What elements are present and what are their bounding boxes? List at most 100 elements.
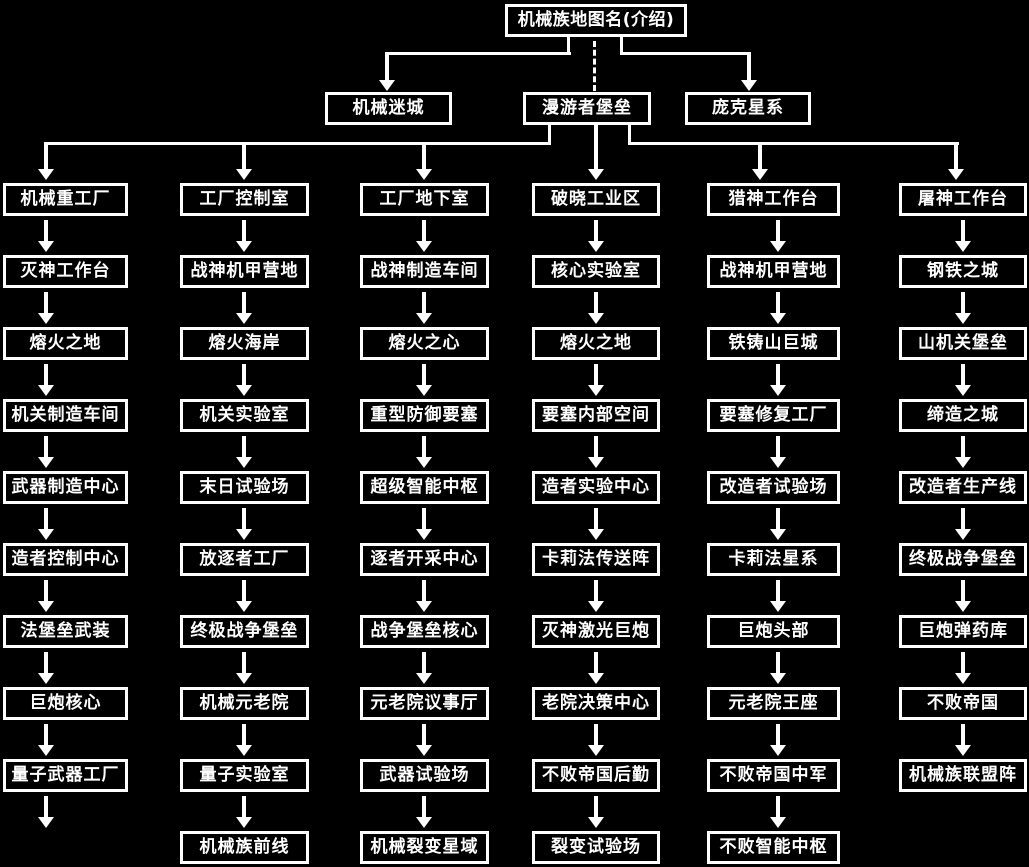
column-arrow-stem bbox=[961, 220, 965, 241]
column-arrow-head-icon bbox=[588, 529, 604, 540]
flow-node: 老院决策中心 bbox=[532, 687, 660, 720]
column-arrow-head-icon bbox=[38, 241, 54, 252]
flow-node: 机械重工厂 bbox=[3, 183, 128, 216]
bus-drop-head-icon bbox=[752, 169, 768, 180]
column-arrow-head-icon bbox=[236, 385, 252, 396]
column-arrow-stem bbox=[422, 724, 426, 745]
flow-node: 造者实验中心 bbox=[532, 471, 660, 504]
column-arrow-stem bbox=[776, 220, 780, 241]
flow-node: 造者控制中心 bbox=[3, 543, 128, 576]
flow-node: 不败帝国 bbox=[899, 687, 1027, 720]
flow-node: 武器试验场 bbox=[360, 759, 489, 792]
column-arrow-head-icon bbox=[770, 817, 786, 828]
flow-node: 卡莉法星系 bbox=[707, 543, 840, 576]
flow-node: 巨炮弹药库 bbox=[899, 615, 1027, 648]
column-arrow-stem bbox=[422, 508, 426, 529]
column-arrow-stem bbox=[594, 292, 598, 313]
flow-node: 末日试验场 bbox=[180, 471, 309, 504]
column-arrow-stem bbox=[422, 292, 426, 313]
root-to-col-left-head-icon bbox=[379, 80, 395, 91]
column-arrow-head-icon bbox=[38, 385, 54, 396]
column-arrow-stem bbox=[242, 364, 246, 385]
bus-drop-head-icon bbox=[948, 169, 964, 180]
trailing-arrow-stem bbox=[44, 796, 48, 817]
column-arrow-stem bbox=[44, 724, 48, 745]
column-arrow-stem bbox=[961, 652, 965, 673]
column-arrow-head-icon bbox=[588, 313, 604, 324]
column-arrow-head-icon bbox=[588, 673, 604, 684]
column-arrow-stem bbox=[594, 796, 598, 817]
column-arrow-stem bbox=[422, 796, 426, 817]
flow-node: 终极战争堡垒 bbox=[180, 615, 309, 648]
column-arrow-stem bbox=[776, 436, 780, 457]
root-dashed-connector bbox=[593, 41, 596, 91]
flow-node: 破晓工业区 bbox=[532, 183, 660, 216]
column-arrow-head-icon bbox=[38, 601, 54, 612]
flow-node: 工厂地下室 bbox=[360, 183, 489, 216]
column-arrow-head-icon bbox=[955, 457, 971, 468]
root-to-col-right-stem bbox=[747, 54, 751, 80]
column-arrow-head-icon bbox=[770, 313, 786, 324]
column-arrow-head-icon bbox=[416, 817, 432, 828]
level2-node-manyouzhebaolei: 漫游者堡垒 bbox=[523, 92, 651, 125]
column-arrow-stem bbox=[242, 292, 246, 313]
flow-node: 元老院王座 bbox=[707, 687, 840, 720]
flow-node: 屠神工作台 bbox=[899, 183, 1027, 216]
column-arrow-head-icon bbox=[416, 241, 432, 252]
flow-node: 不败帝国中军 bbox=[707, 759, 840, 792]
column-arrow-stem bbox=[44, 292, 48, 313]
column-arrow-head-icon bbox=[955, 745, 971, 756]
root-right-stub bbox=[620, 37, 623, 53]
column-arrow-stem bbox=[961, 580, 965, 601]
root-left-elbow bbox=[385, 52, 571, 55]
trailing-arrow-head-icon bbox=[38, 817, 54, 828]
root-right-elbow bbox=[620, 52, 751, 55]
flow-node: 量子武器工厂 bbox=[3, 759, 128, 792]
flow-node: 裂变试验场 bbox=[532, 831, 660, 864]
bus-drop-stem bbox=[242, 144, 246, 169]
bus-right-stub bbox=[628, 125, 631, 145]
column-arrow-stem bbox=[44, 364, 48, 385]
column-arrow-stem bbox=[242, 652, 246, 673]
column-arrow-head-icon bbox=[770, 529, 786, 540]
flow-node: 战神机甲营地 bbox=[707, 255, 840, 288]
column-arrow-head-icon bbox=[770, 457, 786, 468]
column-arrow-head-icon bbox=[236, 673, 252, 684]
flow-node: 终极战争堡垒 bbox=[899, 543, 1027, 576]
flow-node: 武器制造中心 bbox=[3, 471, 128, 504]
flow-node: 灭神工作台 bbox=[3, 255, 128, 288]
column-arrow-stem bbox=[776, 724, 780, 745]
flow-node: 机械元老院 bbox=[180, 687, 309, 720]
column-arrow-head-icon bbox=[38, 529, 54, 540]
flow-node: 猎神工作台 bbox=[707, 183, 840, 216]
column-arrow-stem bbox=[961, 508, 965, 529]
bus-drop-head-icon bbox=[236, 169, 252, 180]
bus-drop-stem bbox=[422, 144, 426, 169]
column-arrow-stem bbox=[594, 580, 598, 601]
column-arrow-stem bbox=[776, 508, 780, 529]
root-to-col-left-stem bbox=[385, 54, 389, 80]
column-arrow-stem bbox=[242, 796, 246, 817]
flow-node: 机关实验室 bbox=[180, 399, 309, 432]
column-arrow-stem bbox=[422, 364, 426, 385]
flow-node: 改造者生产线 bbox=[899, 471, 1027, 504]
flow-node: 熔火之地 bbox=[532, 327, 660, 360]
column-arrow-stem bbox=[594, 364, 598, 385]
flow-node: 战神制造车间 bbox=[360, 255, 489, 288]
flow-node: 战争堡垒核心 bbox=[360, 615, 489, 648]
flow-node: 灭神激光巨炮 bbox=[532, 615, 660, 648]
column-arrow-stem bbox=[961, 364, 965, 385]
column-arrow-stem bbox=[242, 724, 246, 745]
column-arrow-stem bbox=[594, 436, 598, 457]
column-arrow-stem bbox=[422, 220, 426, 241]
flow-node: 重型防御要塞 bbox=[360, 399, 489, 432]
column-arrow-head-icon bbox=[955, 601, 971, 612]
column-arrow-stem bbox=[44, 652, 48, 673]
flow-node: 超级智能中枢 bbox=[360, 471, 489, 504]
column-arrow-head-icon bbox=[416, 457, 432, 468]
column-arrow-stem bbox=[422, 436, 426, 457]
bus-drop-head-icon bbox=[588, 169, 604, 180]
column-arrow-head-icon bbox=[588, 817, 604, 828]
column-arrow-stem bbox=[961, 436, 965, 457]
